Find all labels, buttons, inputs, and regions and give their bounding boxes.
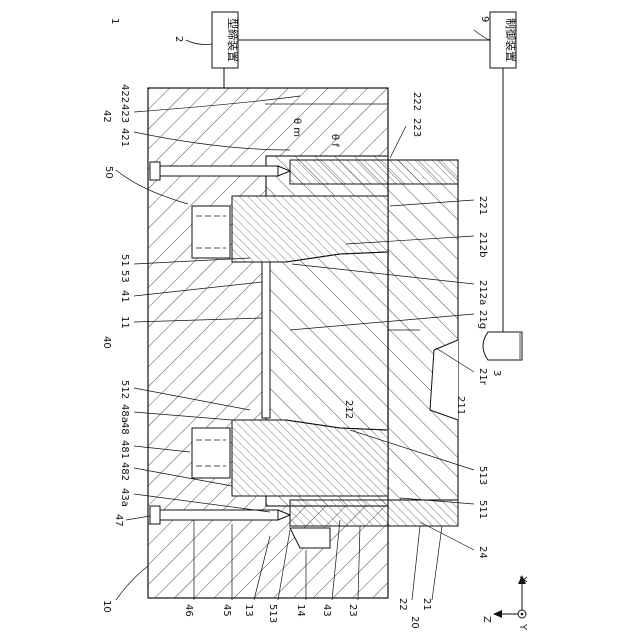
label-21g: 21g	[477, 310, 488, 329]
label-14: 14	[295, 604, 306, 617]
label-51: 51	[119, 254, 130, 267]
label-43: 43	[321, 604, 332, 617]
label-23: 23	[347, 604, 358, 617]
controller-box: 制御装置	[490, 12, 518, 68]
mold-clamping-label: 型締装置	[226, 18, 240, 62]
rod-bottom	[290, 500, 458, 526]
label-43a: 43a	[119, 488, 130, 507]
label-45: 45	[221, 604, 232, 617]
label-50: 50	[103, 166, 114, 179]
label-212: 212	[343, 400, 354, 419]
axis-x-label: X	[517, 576, 528, 583]
label-2: 2	[173, 36, 184, 42]
controller-label: 制御装置	[504, 18, 518, 62]
label-513-bottom: 513	[267, 604, 278, 623]
label-512: 512	[119, 380, 130, 399]
label-513-right: 513	[477, 466, 488, 485]
label-1: 1	[109, 18, 120, 24]
label-9: 9	[479, 16, 490, 22]
plunger-3	[483, 332, 522, 360]
label-13: 13	[243, 604, 254, 617]
label-221: 221	[477, 196, 488, 215]
mold-clamping-box: 型締装置	[212, 12, 240, 68]
label-212a: 212a	[477, 280, 488, 305]
axis-y-label: Y	[517, 623, 528, 631]
label-422: 422	[119, 84, 130, 103]
label-24: 24	[477, 546, 488, 559]
label-10: 10	[101, 600, 112, 613]
label-223: 223	[411, 118, 422, 137]
label-48: 48	[119, 422, 130, 435]
label-3: 3	[491, 370, 502, 376]
label-421: 421	[119, 128, 130, 147]
label-481: 481	[119, 440, 130, 459]
label-47: 47	[113, 514, 124, 527]
label-theta-m: θ m	[291, 118, 302, 137]
ejector-48	[192, 428, 230, 478]
ejector-50	[192, 206, 230, 258]
label-22: 22	[397, 598, 408, 611]
label-11: 11	[119, 316, 130, 329]
label-53: 53	[119, 270, 130, 283]
core-212	[232, 420, 388, 496]
rod-top	[290, 160, 458, 184]
label-20: 20	[409, 616, 420, 629]
label-21r: 21r	[477, 368, 488, 386]
label-511: 511	[477, 500, 488, 519]
label-46: 46	[183, 604, 194, 617]
axis-z-label: Z	[481, 616, 492, 623]
label-41: 41	[119, 290, 130, 303]
core-221	[232, 196, 388, 262]
label-42: 42	[101, 110, 112, 123]
label-423: 423	[119, 104, 130, 123]
label-21: 21	[421, 598, 432, 611]
label-48a: 48a	[119, 404, 130, 423]
label-212b: 212b	[477, 232, 488, 257]
label-482: 482	[119, 462, 130, 481]
label-40: 40	[101, 336, 112, 349]
label-222: 222	[411, 92, 422, 111]
label-theta-f: θ f	[329, 134, 340, 147]
label-211: 211	[455, 396, 466, 415]
